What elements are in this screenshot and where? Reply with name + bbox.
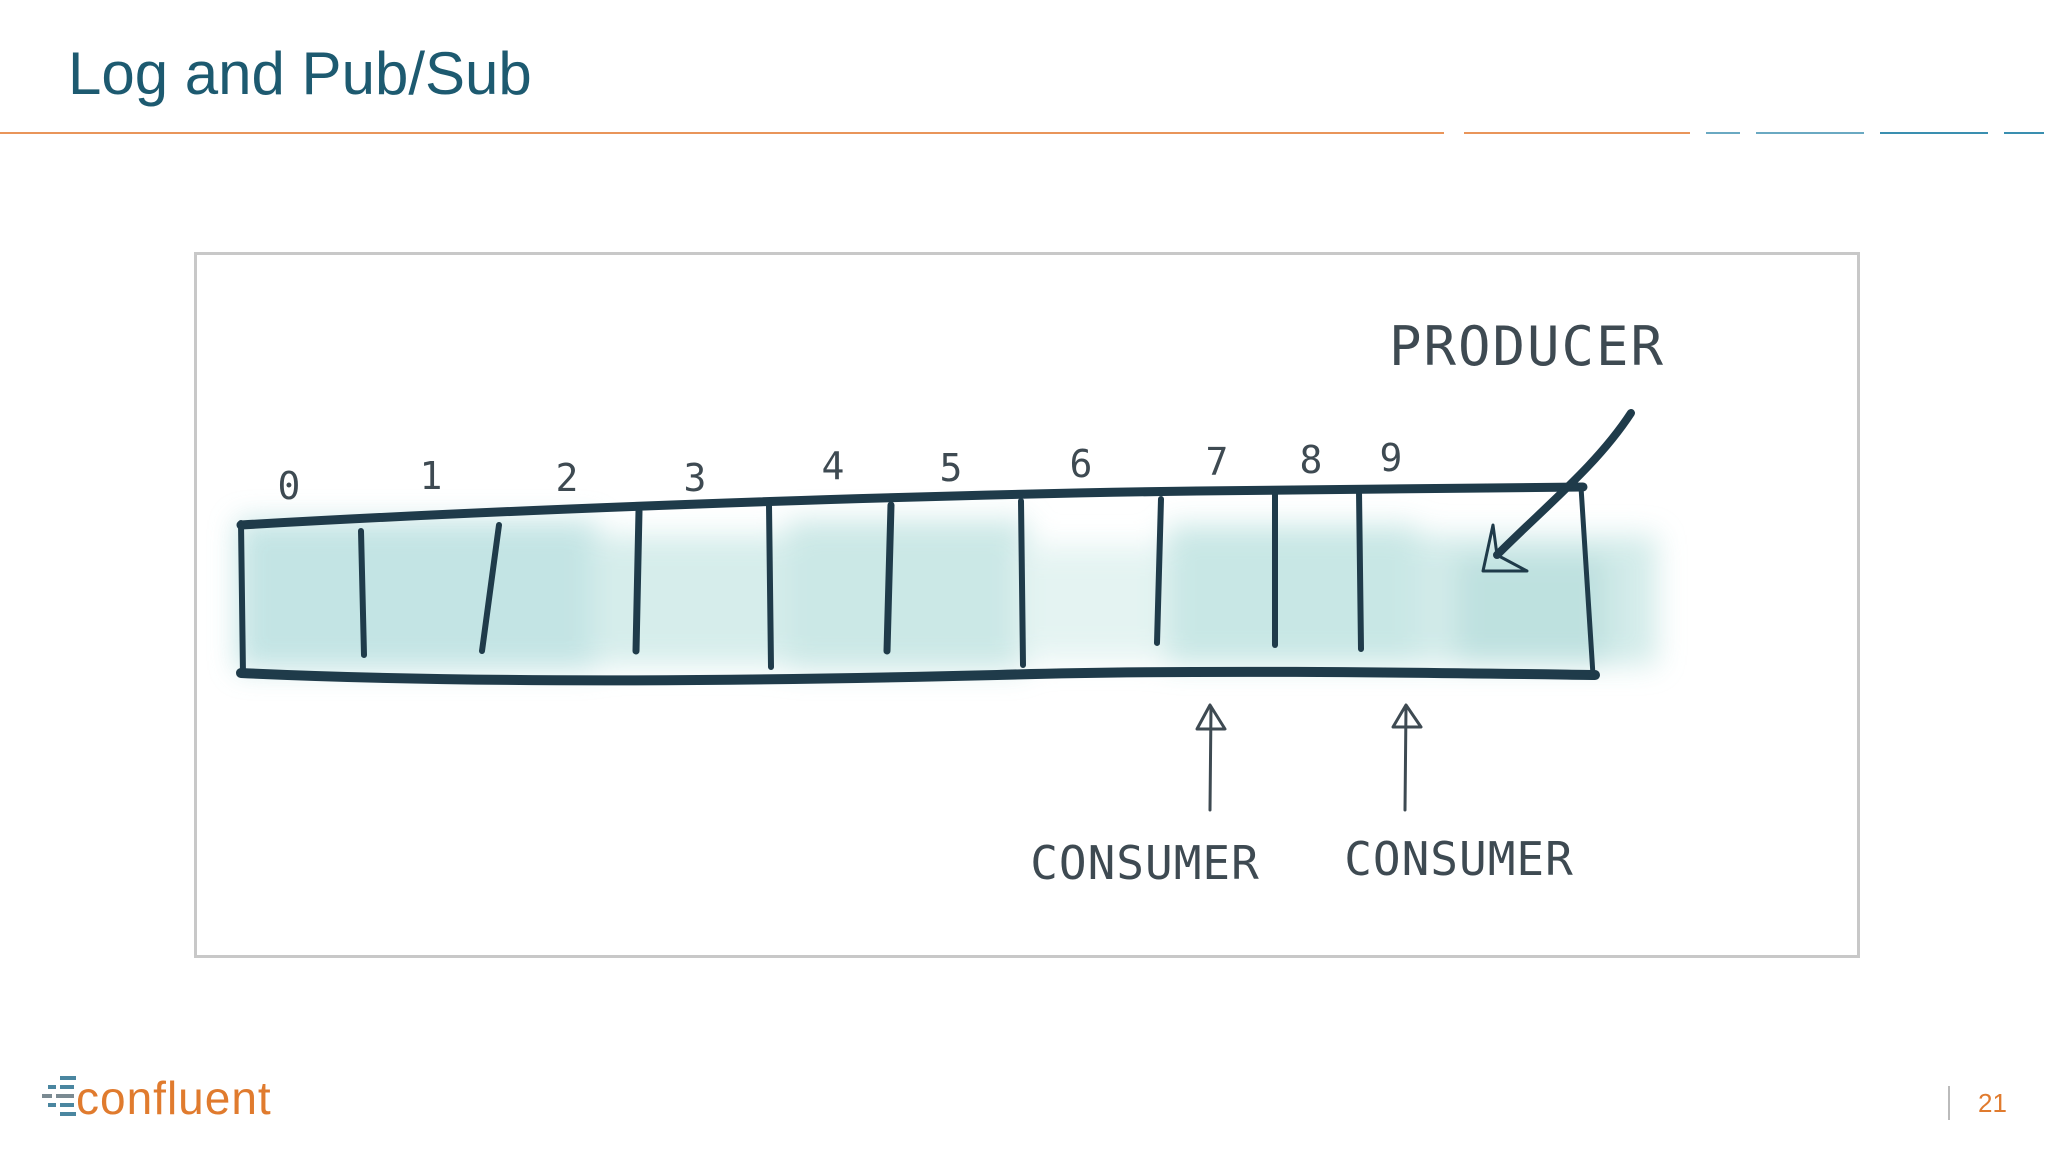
log-outline [236,482,1600,686]
offset-label: 3 [684,456,707,500]
logo-wordmark: confluent [76,1072,272,1124]
offset-label: 2 [556,456,579,500]
log-cell-dividers [358,488,1364,670]
slide-title: Log and Pub/Sub [68,40,532,107]
producer-arrow [1481,409,1635,573]
offset-label: 8 [1300,438,1323,482]
title-rule [0,132,2044,134]
consumer-label: CONSUMER [1344,832,1574,886]
offset-label: 9 [1380,436,1403,480]
producer-label: PRODUCER [1389,315,1665,378]
log-watercolor-fill [237,520,1657,670]
page-number: 21 [1978,1088,2007,1118]
log-diagram: 0 1 2 3 4 5 6 7 8 9 PRODUCER CONSUMER CO… [236,315,1665,890]
consumer-label: CONSUMER [1030,836,1260,890]
confluent-logo: confluent [40,1068,340,1128]
offset-label: 7 [1206,440,1229,484]
offset-label: 6 [1070,442,1093,486]
confluent-mark-icon [42,1076,76,1116]
log-diagram-figure: 0 1 2 3 4 5 6 7 8 9 PRODUCER CONSUMER CO… [194,252,1860,958]
offset-labels: 0 1 2 3 4 5 6 7 8 9 [278,436,1403,508]
consumer-arrow [1391,703,1423,812]
offset-label: 4 [822,444,845,488]
offset-label: 1 [420,454,443,498]
offset-label: 0 [278,464,301,508]
consumer-arrow [1195,703,1227,812]
footer-divider [1948,1086,1950,1120]
offset-label: 5 [940,446,963,490]
